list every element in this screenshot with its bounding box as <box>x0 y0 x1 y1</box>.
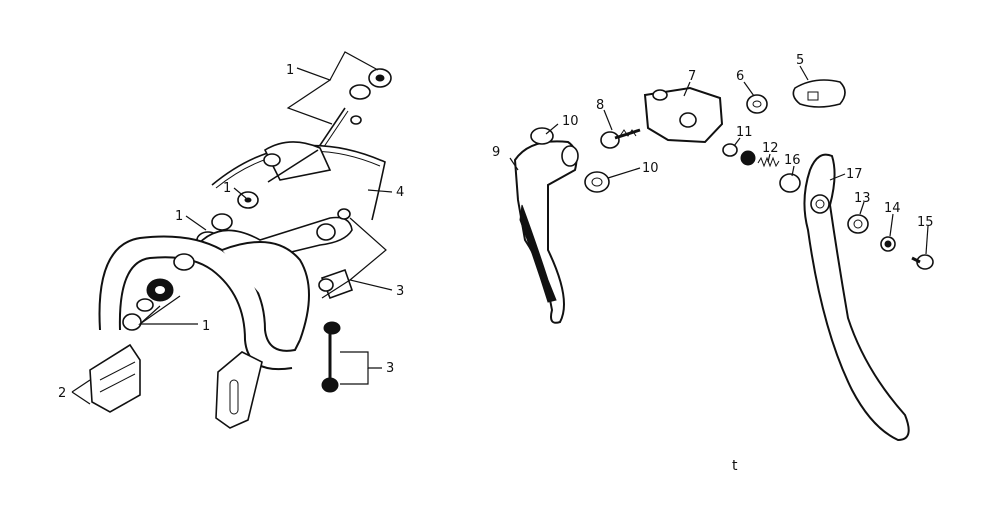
label-3-upper: 3 <box>396 284 404 299</box>
label-2: 2 <box>58 386 66 401</box>
handlebar-clip <box>792 79 846 108</box>
label-1-upper: 1 <box>223 181 231 196</box>
label-16: 16 <box>784 153 801 168</box>
clamp-nut <box>746 94 768 114</box>
lower-bolt-head <box>323 321 341 335</box>
caliper-brake-assembly <box>89 68 392 429</box>
label-1-lower: 1 <box>202 319 210 334</box>
washer-b <box>211 213 233 231</box>
brake-shoe <box>89 343 141 413</box>
right-part-labels: 5 6 7 8 9 10 10 11 12 13 14 15 16 17 <box>492 53 934 230</box>
label-5: 5 <box>796 53 804 68</box>
label-9: 9 <box>492 145 500 160</box>
label-3-lower: 3 <box>386 361 394 376</box>
lever-screw-head <box>600 131 620 149</box>
label-7: 7 <box>688 69 696 84</box>
label-11: 11 <box>736 125 753 140</box>
brake-lever-assembly <box>513 79 934 442</box>
label-4: 4 <box>396 185 404 200</box>
label-10-upper: 10 <box>562 114 579 129</box>
lever-grip-shading <box>519 204 557 303</box>
label-14: 14 <box>884 201 901 216</box>
label-17: 17 <box>846 167 863 182</box>
label-10-lower: 10 <box>642 161 659 176</box>
long-brake-lever <box>803 153 910 442</box>
bushing-lower <box>584 171 610 193</box>
right-leader-lines <box>509 65 929 255</box>
label-15: 15 <box>917 215 934 230</box>
footer-mark: t <box>732 458 738 474</box>
label-8: 8 <box>596 98 604 113</box>
mount-plate <box>215 351 263 429</box>
spring-washer <box>722 143 738 157</box>
lever-nut <box>847 214 869 234</box>
label-1-middle: 1 <box>175 209 183 224</box>
left-part-labels: 1 1 1 1 2 3 3 4 <box>58 63 404 401</box>
pivot-washer <box>779 173 801 193</box>
left-leader-lines <box>71 51 393 405</box>
return-spring <box>211 144 386 221</box>
label-6: 6 <box>736 69 744 84</box>
top-washer <box>349 84 371 100</box>
label-1-top: 1 <box>286 63 294 78</box>
spring-holder <box>263 141 332 181</box>
label-12: 12 <box>762 141 779 156</box>
label-13: 13 <box>854 191 871 206</box>
adjust-bolt <box>267 149 319 183</box>
lower-bolt-nut <box>321 377 339 393</box>
